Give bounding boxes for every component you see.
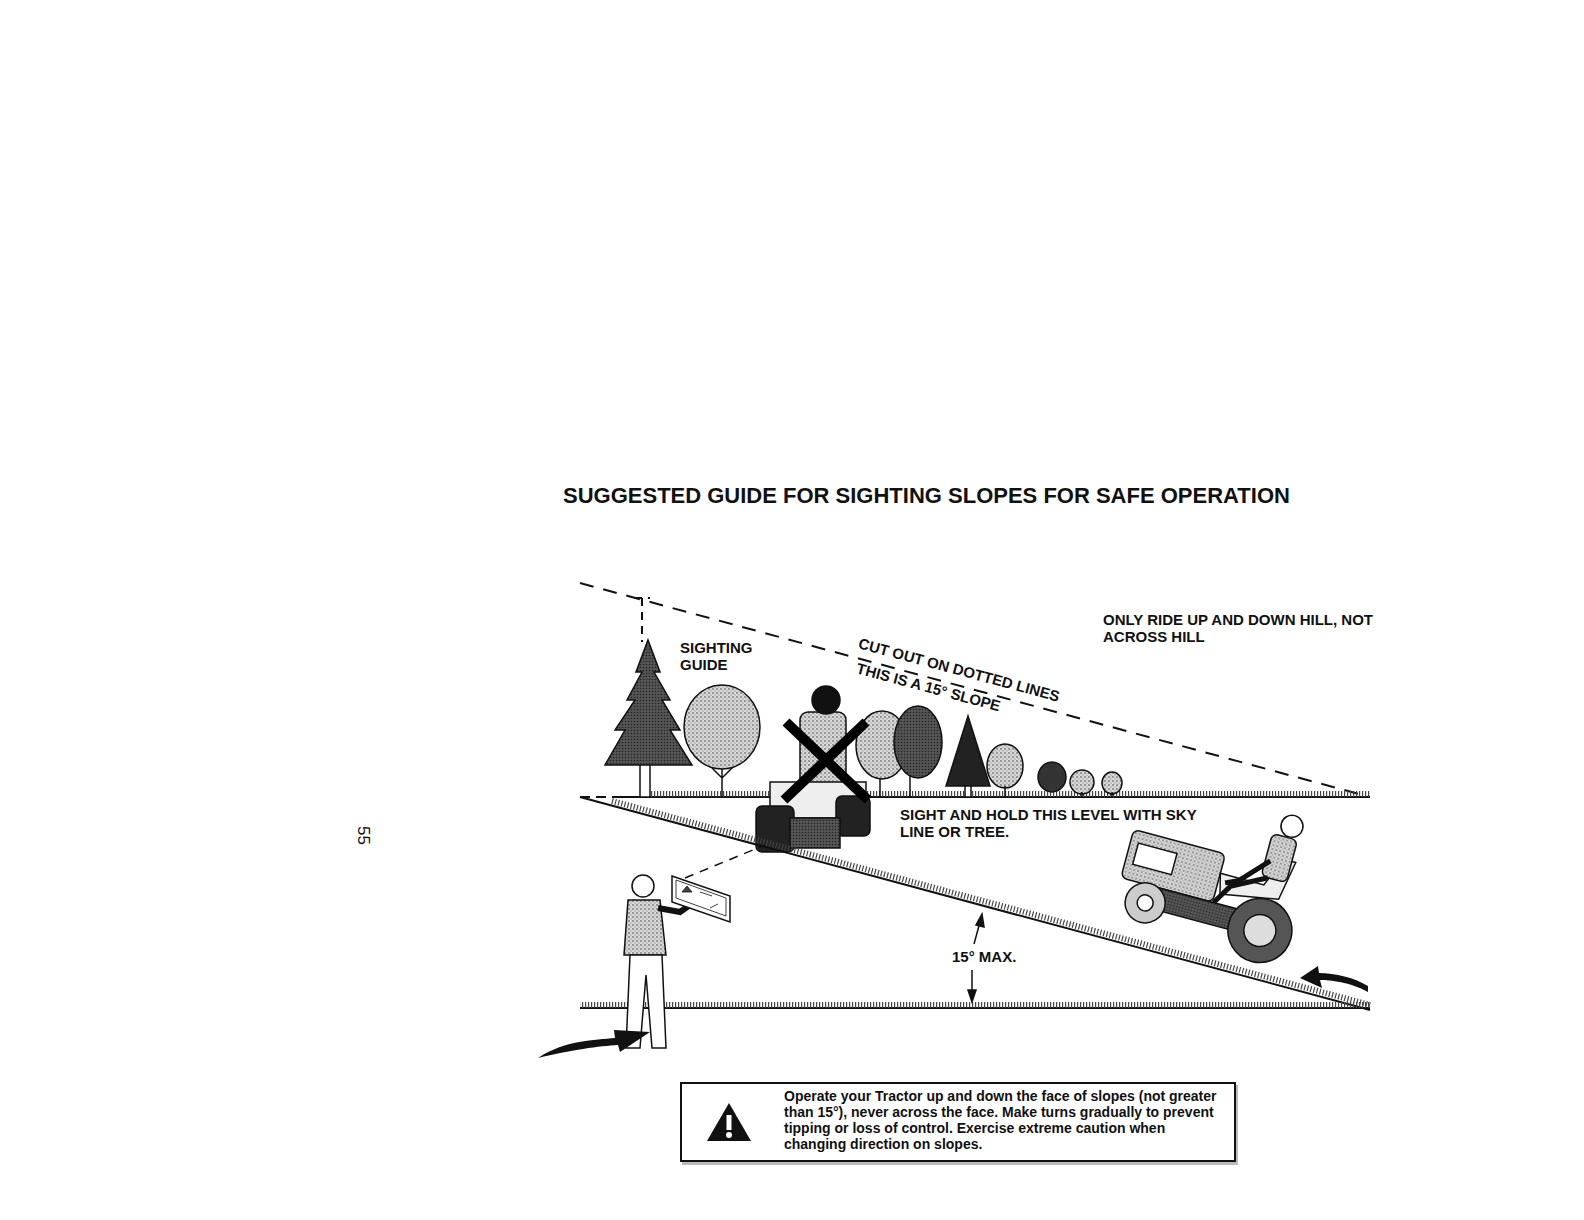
page-title: SUGGESTED GUIDE FOR SIGHTING SLOPES FOR … (563, 484, 1290, 508)
riding-note: ONLY RIDE UP AND DOWN HILL, NOT ACROSS H… (1103, 612, 1388, 645)
sighting-note: SIGHT AND HOLD THIS LEVEL WITH SKY LINE … (900, 807, 1210, 840)
slope-line (580, 797, 1370, 1010)
warning-text: Operate your Tractor up and down the fac… (784, 1089, 1222, 1153)
guide-label: SIGHTING GUIDE (680, 640, 790, 673)
walk-arrow (538, 1030, 650, 1058)
warning-box: Operate your Tractor up and down the fac… (680, 1082, 1236, 1162)
uphill-arrow (1300, 966, 1368, 992)
angle-label: 15° MAX. (950, 949, 1018, 966)
warning-icon (706, 1101, 752, 1143)
slope-grass (612, 801, 1370, 1005)
ground-grass (580, 1002, 1370, 1008)
page-number: 55 (353, 826, 372, 845)
tractor-up-hill (1109, 776, 1322, 969)
tractor-across-hill (756, 686, 870, 852)
tree-line (605, 640, 1122, 797)
man-sighting (624, 845, 765, 1048)
